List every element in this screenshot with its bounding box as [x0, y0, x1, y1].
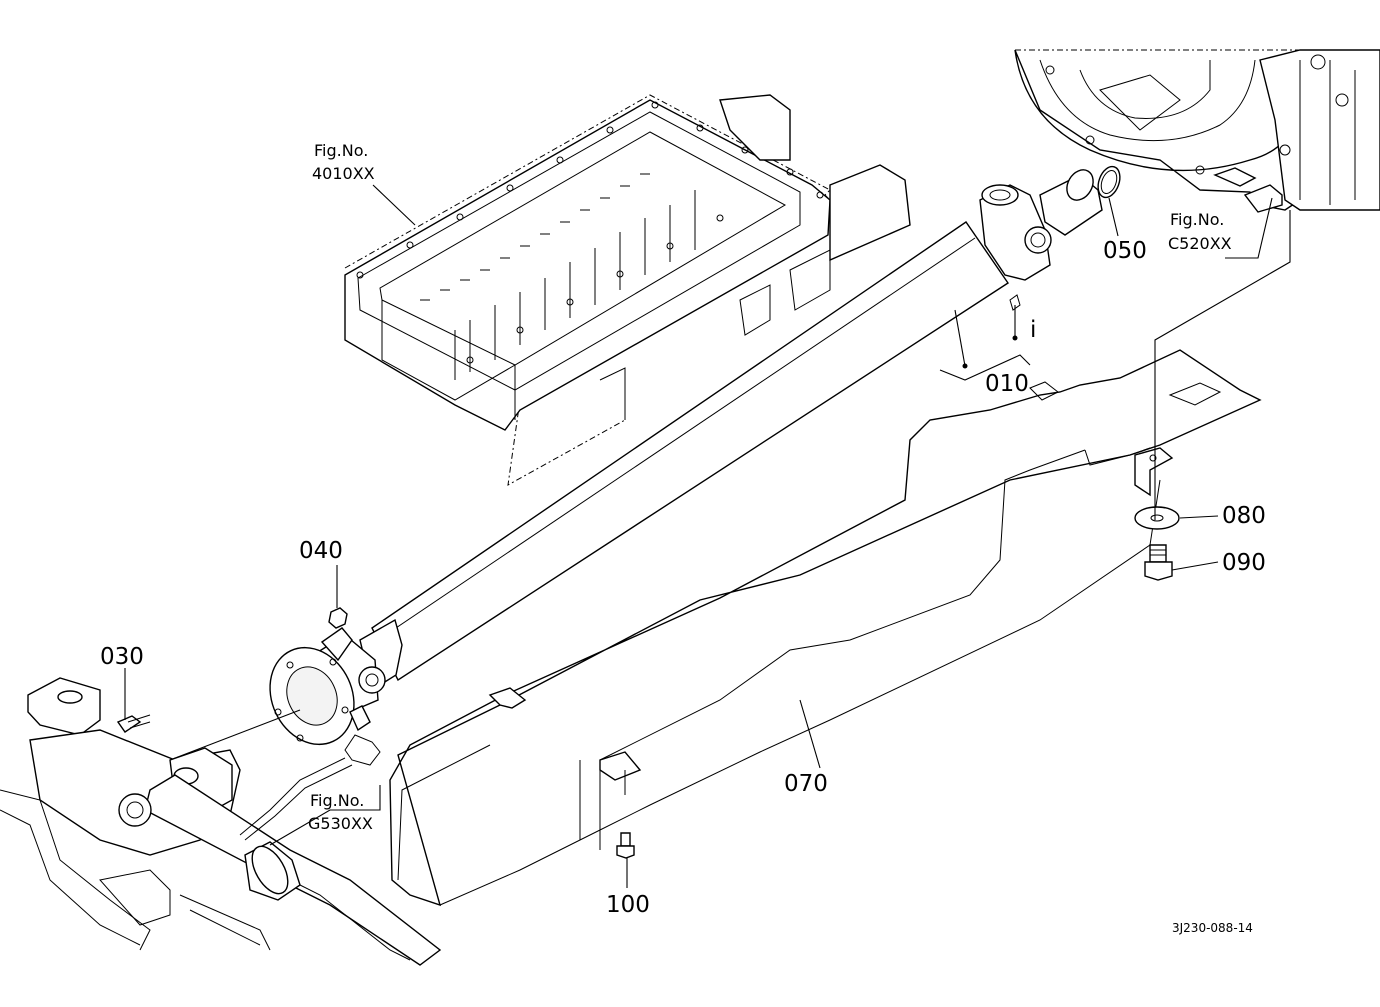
oil-pan-bolt-holes [356, 101, 824, 364]
washer-part [1134, 506, 1180, 530]
propeller-shaft [269, 169, 1103, 746]
figref-oil-pan-label: Fig.No. [314, 141, 368, 160]
o-ring-part [1097, 165, 1121, 199]
callout-010: 010 [985, 371, 1029, 397]
leader-lines [124, 184, 1291, 888]
callout-070: 070 [784, 771, 828, 797]
callout-030: 030 [100, 644, 144, 670]
callout-090: 090 [1222, 550, 1266, 576]
front-axle-assembly [0, 677, 442, 966]
transmission-housing [1014, 49, 1380, 213]
callout-050: 050 [1103, 238, 1147, 264]
figure-references: Fig.No. 4010XX Fig.No. C520XX Fig.No. G5… [308, 141, 1232, 833]
shaft-cover-shield [389, 349, 1262, 907]
figref-transmission-number: C520XX [1168, 234, 1232, 253]
bolt-part-100 [616, 832, 635, 859]
bolt-part-090 [1144, 544, 1173, 581]
figref-oil-pan-number: 4010XX [312, 164, 375, 183]
figref-front-axle-label: Fig.No. [310, 791, 364, 810]
callout-040: 040 [299, 538, 343, 564]
callout-labels: 010 i 030 040 050 070 080 090 100 [100, 238, 1266, 918]
figref-transmission-label: Fig.No. [1170, 210, 1224, 229]
callout-080: 080 [1222, 503, 1266, 529]
figref-front-axle-number: G530XX [308, 814, 373, 833]
callout-010-sub: i [1030, 317, 1036, 343]
document-id: 3J230-088-14 [1172, 921, 1253, 935]
oil-pan-assembly [344, 94, 911, 486]
callout-100: 100 [606, 892, 650, 918]
